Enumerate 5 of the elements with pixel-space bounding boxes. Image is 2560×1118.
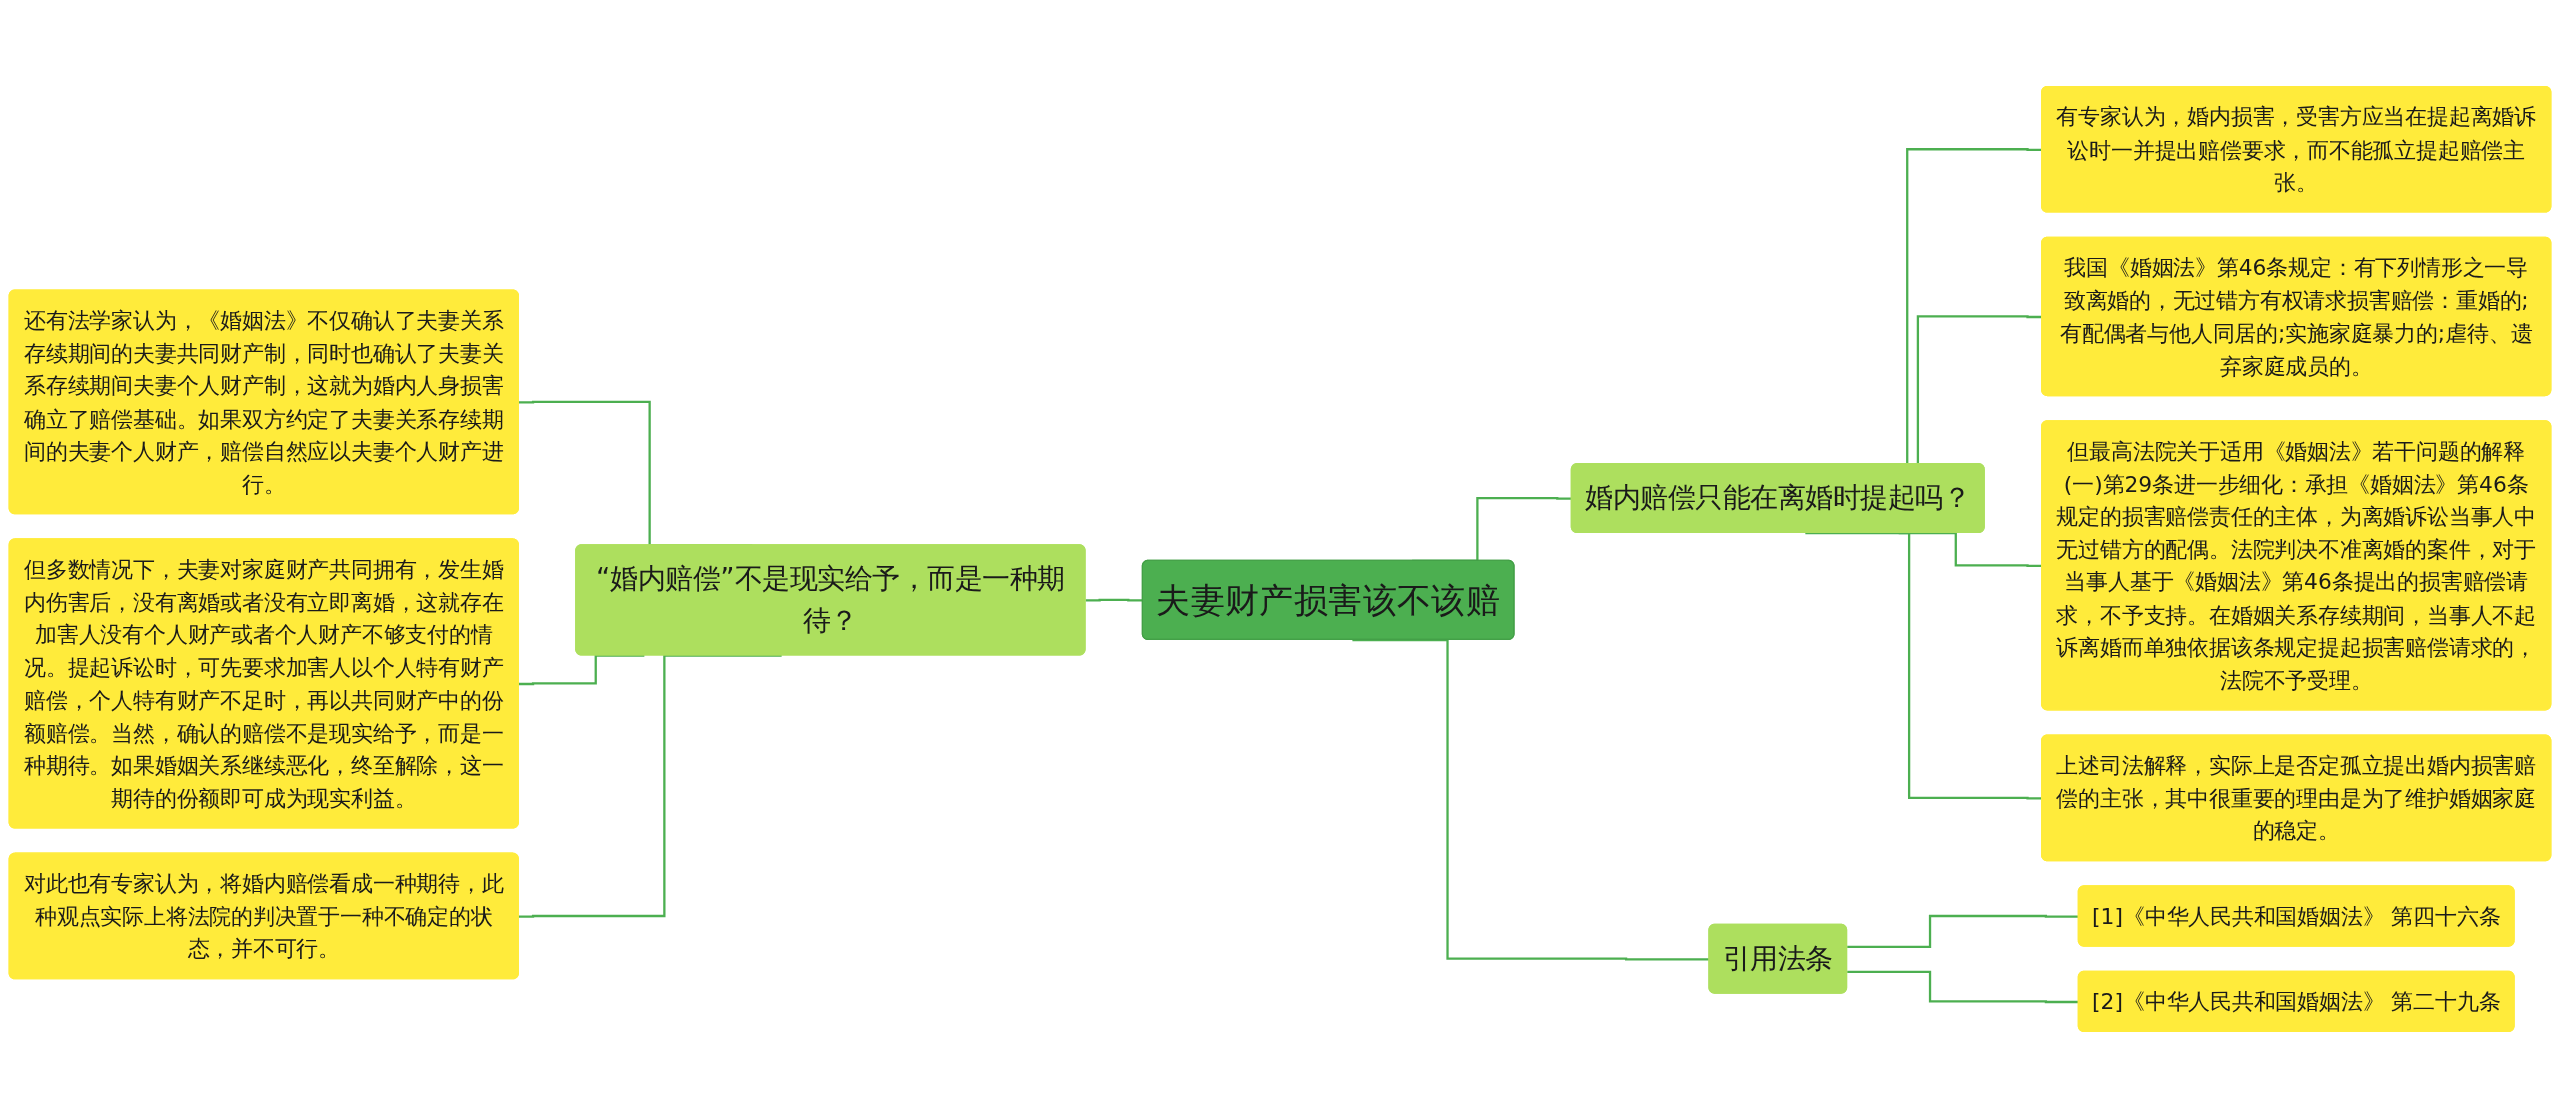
connector bbox=[519, 654, 645, 686]
connector bbox=[1085, 598, 1143, 602]
connector bbox=[1847, 970, 2079, 1004]
connector bbox=[519, 654, 782, 918]
connector bbox=[1847, 914, 2079, 948]
